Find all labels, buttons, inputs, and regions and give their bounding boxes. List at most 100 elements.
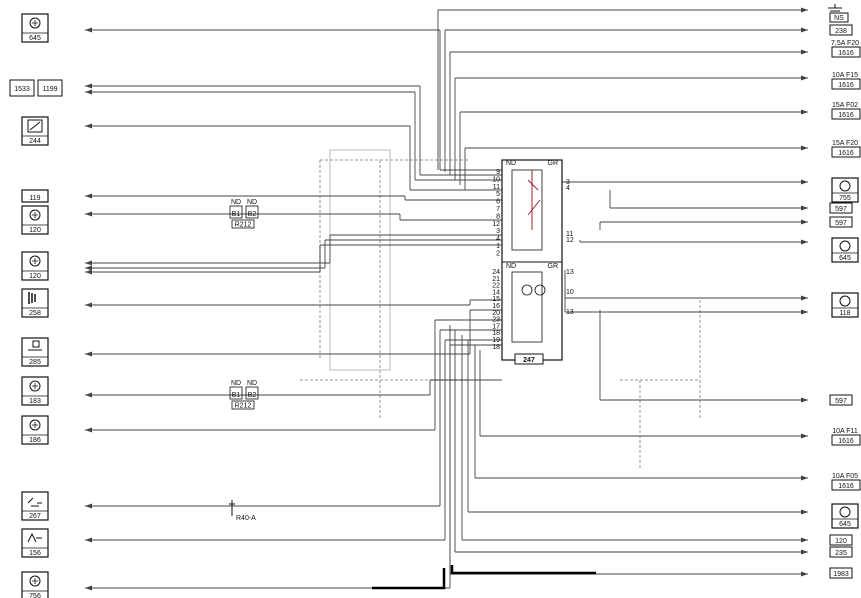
component-code: 1616 <box>838 112 854 119</box>
pin-number: 1 <box>496 243 500 250</box>
arrow-right-icon <box>801 49 808 55</box>
connector-label-box <box>231 400 255 410</box>
relay-contact <box>527 170 541 230</box>
component-box <box>21 415 49 445</box>
component-box <box>831 237 859 263</box>
fuse-icon <box>831 46 861 58</box>
pin-number: 18 <box>492 330 500 337</box>
relay-coil-icon <box>521 284 533 296</box>
component-box <box>829 24 853 36</box>
arrow-right-icon <box>801 27 808 33</box>
arrow-right-icon <box>801 179 808 185</box>
arrow-left-icon <box>85 83 92 89</box>
component-box <box>21 205 49 235</box>
component-code: 120 <box>29 227 41 234</box>
arrow-left-icon <box>85 503 92 509</box>
motor-icon <box>27 119 43 133</box>
component-box <box>21 116 49 146</box>
bulb-icon <box>839 180 851 192</box>
wire-layer <box>85 7 808 591</box>
component-code: 1616 <box>838 82 854 89</box>
bulb-icon <box>839 240 851 252</box>
fuse-icon <box>831 479 861 491</box>
bold-trace-lines <box>372 565 596 590</box>
component-box <box>21 528 49 558</box>
arrow-right-icon <box>801 549 808 555</box>
pin-number: 15 <box>492 296 500 303</box>
fuse-rating: 10A F05 <box>832 473 858 480</box>
arrow-right-icon <box>801 433 808 439</box>
pin-number: 14 <box>492 289 500 296</box>
component-code: 597 <box>835 220 847 227</box>
component-code: 597 <box>835 398 847 405</box>
bulb-icon <box>29 419 41 431</box>
component-code: 119 <box>29 195 40 202</box>
pin-number: 10 <box>566 289 574 296</box>
connector-half <box>245 205 259 219</box>
pin-number: 13 <box>566 309 574 316</box>
arrow-right-icon <box>801 75 808 81</box>
arrow-left-icon <box>85 392 92 398</box>
component-box <box>831 292 859 318</box>
module-relay-box <box>511 271 543 343</box>
component-code: 645 <box>29 35 41 42</box>
fuse-rating: 7,5A F20 <box>831 40 859 47</box>
connector-pin: ND <box>231 380 241 387</box>
arrow-left-icon <box>85 585 92 591</box>
module-relay-box <box>511 169 543 251</box>
component-box <box>829 546 853 558</box>
arrow-right-icon <box>801 219 808 225</box>
component-box <box>21 251 49 281</box>
component-code: 1533 <box>14 86 30 93</box>
module-code: 247 <box>523 357 535 364</box>
component-code: 645 <box>839 255 851 262</box>
component-box <box>21 288 49 318</box>
arrow-left-icon <box>85 351 92 357</box>
bulb-icon-filament <box>32 258 38 264</box>
fuse-icon <box>831 434 861 446</box>
bulb-icon <box>29 380 41 392</box>
harness-outline <box>329 149 391 371</box>
connector-code: R212 <box>235 403 252 410</box>
bulb-icon <box>29 209 41 221</box>
component-code: 1616 <box>838 438 854 445</box>
component-code: NS <box>834 15 844 22</box>
pin-number: 13 <box>566 269 574 276</box>
component-code: 1616 <box>838 483 854 490</box>
pin-number: 11 <box>566 231 573 238</box>
pin-number: 7 <box>496 206 500 213</box>
pump-icon <box>32 340 40 348</box>
component-box <box>21 376 49 406</box>
component-box <box>829 534 853 546</box>
component-code: 1616 <box>838 150 854 157</box>
pin-number: 9 <box>496 169 500 176</box>
component-code: 156 <box>29 550 41 557</box>
bulb-icon-filament <box>32 212 38 218</box>
arrow-left-icon <box>85 260 92 266</box>
pin-number: 21 <box>492 276 500 283</box>
connector-half <box>229 205 243 219</box>
connector-pin: ND <box>247 199 257 206</box>
bulb-icon <box>29 255 41 267</box>
pin-number: 19 <box>492 337 500 344</box>
switch-icon <box>27 497 42 507</box>
connector-code: R212 <box>235 222 252 229</box>
arrow-right-icon <box>801 509 808 515</box>
component-code: 285 <box>29 359 41 366</box>
component-code: 235 <box>835 550 847 557</box>
pin-number: 18 <box>492 344 500 351</box>
component-box <box>21 189 49 203</box>
component-code: 756 <box>29 593 41 598</box>
pin-number: 4 <box>566 185 570 192</box>
arrow-left-icon <box>85 302 92 308</box>
component-code: 755 <box>839 195 851 202</box>
component-code: 118 <box>839 310 850 317</box>
component-box <box>37 79 63 97</box>
bulb-icon <box>839 295 851 307</box>
fuse-icon <box>831 108 861 120</box>
arrow-right-icon <box>801 205 808 211</box>
connector-pin: ND <box>247 380 257 387</box>
pin-number: 2 <box>496 250 500 257</box>
